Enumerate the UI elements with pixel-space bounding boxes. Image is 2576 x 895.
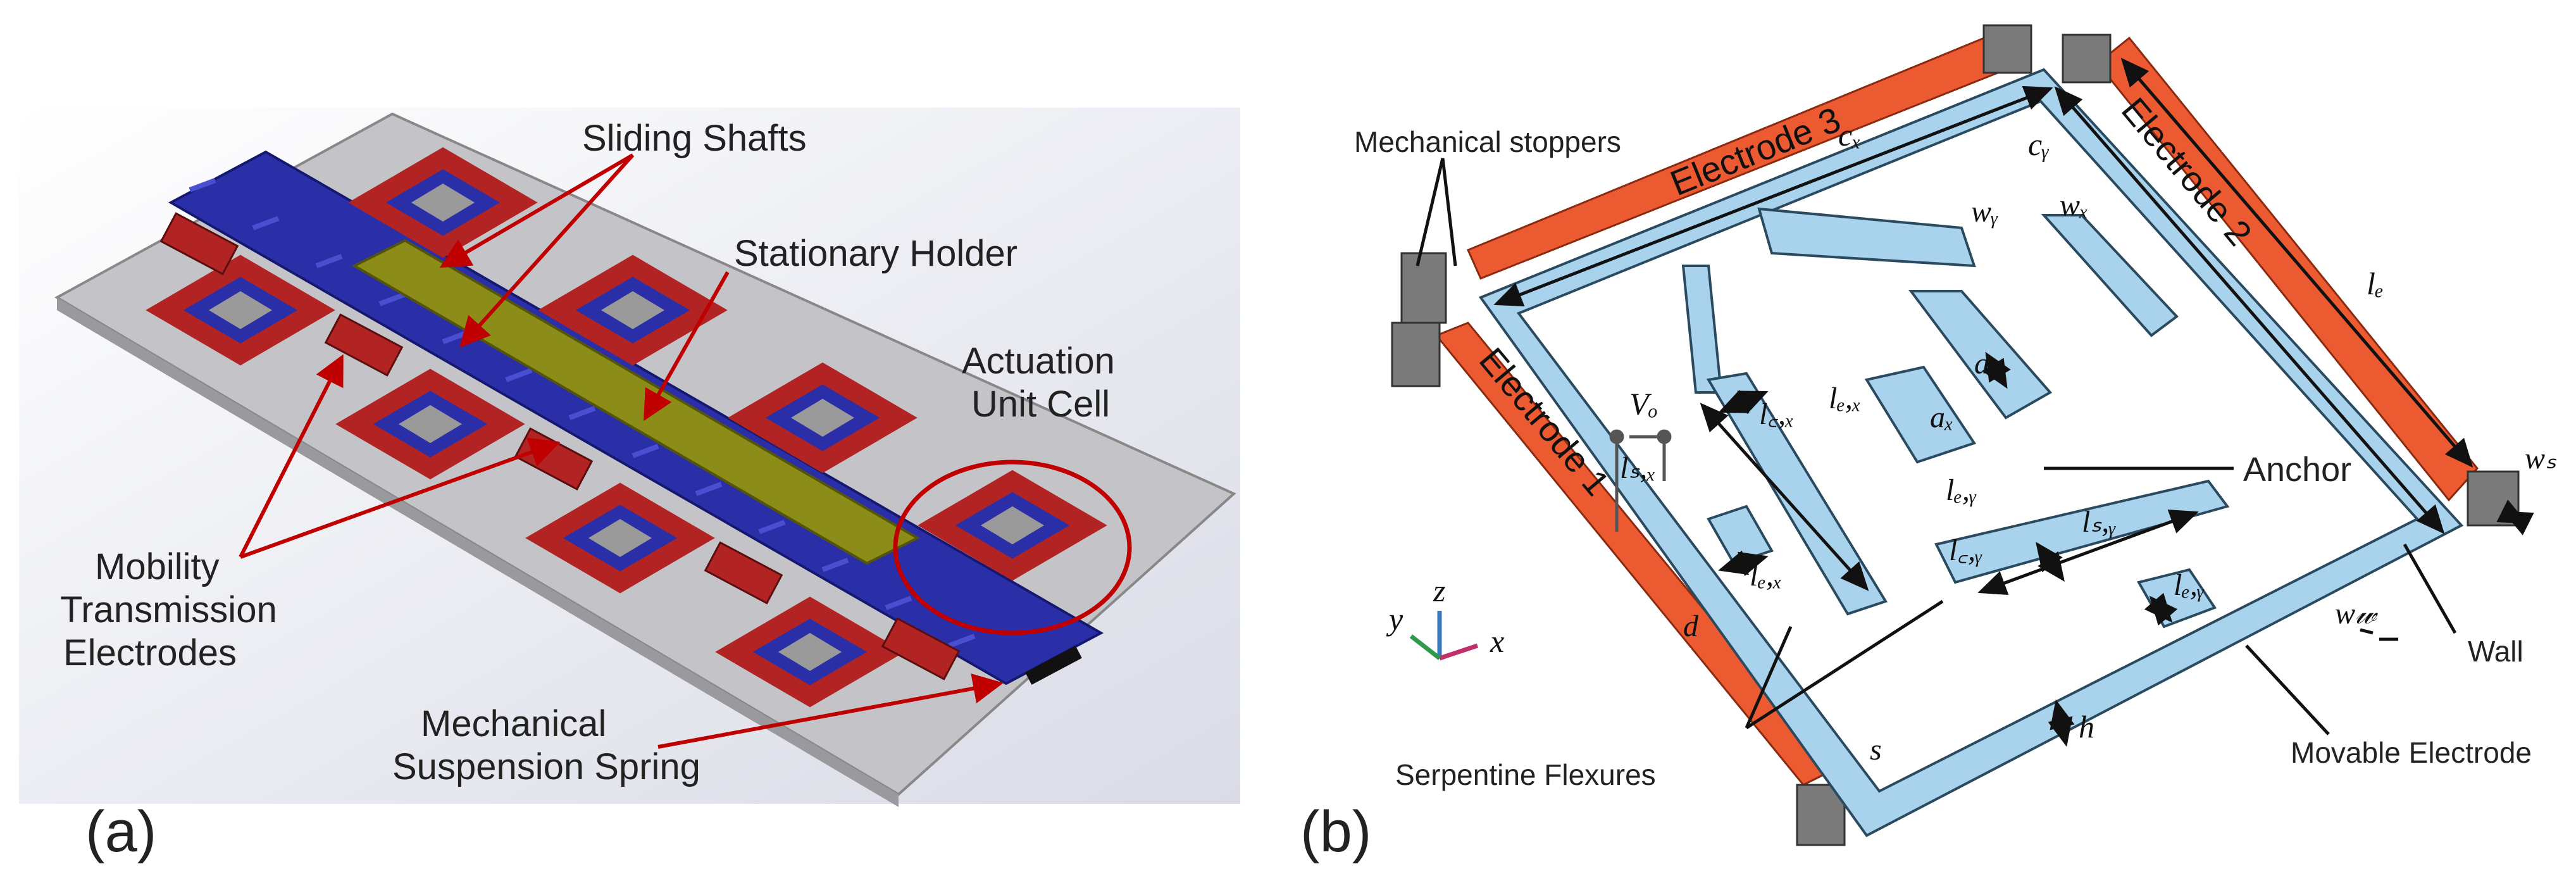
leader-lines (1416, 158, 2457, 735)
dimension-arrows (1493, 58, 2534, 747)
sym-cy: cᵧ (2028, 127, 2050, 162)
label-serpentine-flexures: Serpentine Flexures (1395, 758, 1656, 791)
panel-a: Sliding Shafts Stationary Holder Actuati… (19, 108, 1240, 864)
sym-vo: Vₒ (1629, 386, 1658, 422)
label-actuation-line2: Unit Cell (971, 384, 1110, 425)
sym-lsx: lₛ,ₓ (1620, 451, 1656, 485)
label-mobility-line2: Transmission (60, 589, 277, 630)
sym-s: s (1870, 733, 1882, 767)
axis-x-label: x (1490, 623, 1504, 659)
label-wall: Wall (2468, 635, 2523, 668)
label-movable-electrode: Movable Electrode (2291, 736, 2532, 769)
sym-lex-1: lₑ,ₓ (1829, 382, 1862, 415)
actuation-unit-cell-highlight (893, 460, 1132, 635)
label-spring-line2: Suspension Spring (392, 746, 700, 787)
panel-a-tag: (a) (85, 799, 156, 864)
axis-y-label: y (1386, 601, 1403, 637)
sym-ww: w𝓌 (2335, 597, 2379, 630)
label-anchor: Anchor (2243, 451, 2351, 489)
sym-wy: wᵧ (1971, 195, 1998, 228)
sym-cx: cₓ (1838, 117, 1861, 153)
mechanical-stoppers (1391, 24, 2520, 846)
sym-lcx: l꜀,ₓ (1759, 397, 1795, 431)
label-mobility-line1: Mobility (95, 546, 220, 587)
sym-le: lₑ (2367, 266, 2384, 301)
label-spring-line1: Mechanical (421, 703, 606, 744)
stationary-holder (351, 239, 921, 565)
sym-lsy: lₛ,ᵧ (2082, 505, 2116, 539)
sym-ley-1: lₑ,ᵧ (1946, 473, 1977, 507)
label-stationary-holder: Stationary Holder (734, 233, 1017, 274)
sym-ay: aᵧ (1974, 347, 1996, 380)
unit-cells (146, 147, 1107, 708)
vo-probe (1609, 429, 1672, 532)
label-sliding-shafts: Sliding Shafts (582, 118, 807, 159)
sym-lcy: l꜀,ᵧ (1949, 534, 1982, 567)
annotation-arrows (239, 153, 1004, 749)
substrate-edge (57, 297, 899, 807)
label-mobility-line3: Electrodes (63, 632, 237, 673)
axis-triad (1409, 611, 1479, 661)
sym-lex-2: lₑ,ₓ (1750, 559, 1783, 592)
sym-ley-2: lₑ,ᵧ (2174, 568, 2205, 602)
sym-d: d (1683, 610, 1699, 643)
label-mechanical-stoppers: Mechanical stoppers (1354, 125, 1621, 158)
label-actuation-line1: Actuation (962, 341, 1115, 382)
sym-ws: wₛ (2525, 442, 2557, 475)
panel-b: z x y Electrode 3 Electrode 2 Electrode … (1300, 24, 2557, 864)
panel-b-tag: (b) (1300, 799, 1371, 864)
sym-h: h (2079, 709, 2094, 744)
sym-wx: wₓ (2060, 189, 2089, 222)
sym-ax: aₓ (1930, 401, 1954, 434)
axis-z-label: z (1433, 573, 1445, 608)
suspension-spring (1025, 646, 1082, 685)
